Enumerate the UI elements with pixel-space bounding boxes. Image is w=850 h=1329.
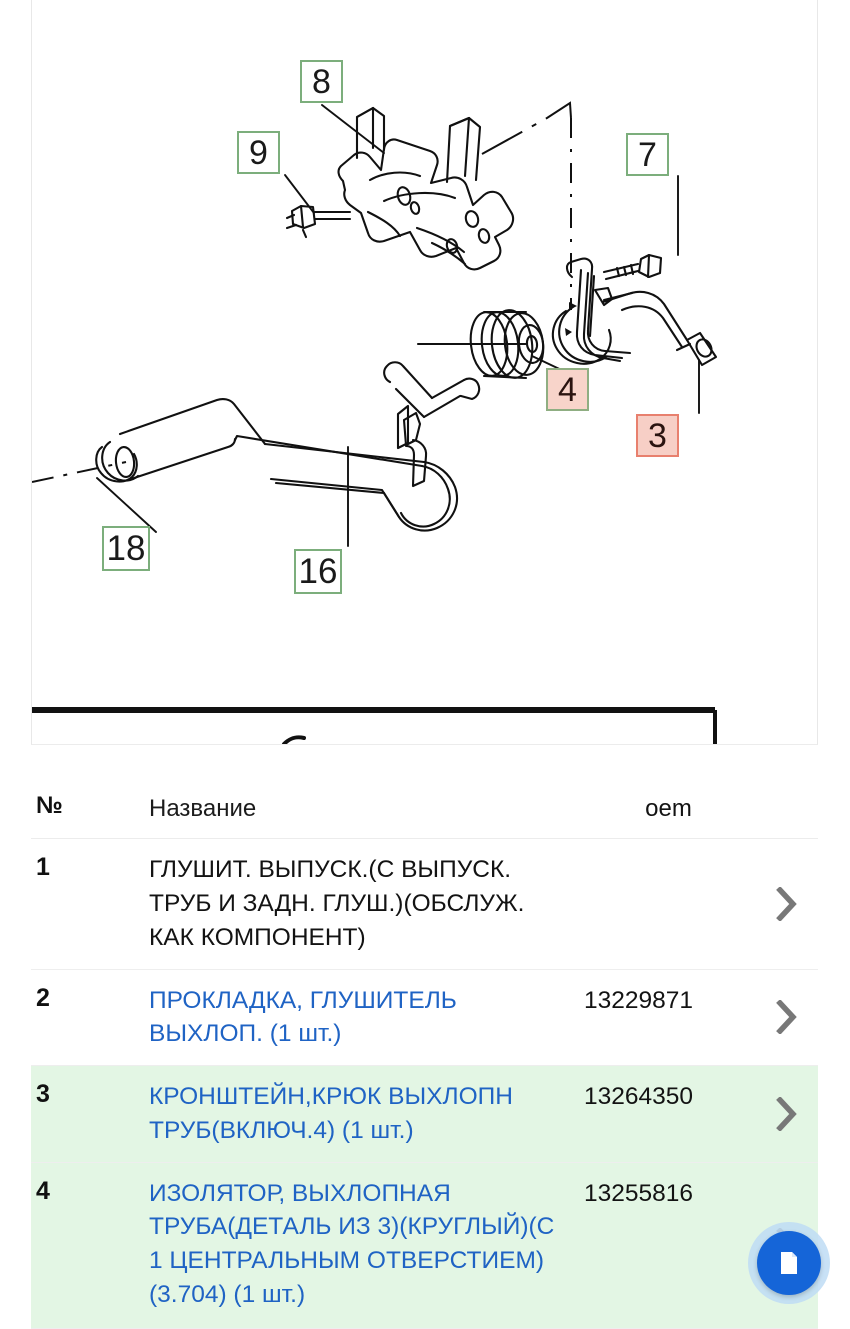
row-number: 3 <box>36 1080 50 1109</box>
chevron-right-icon <box>776 886 797 921</box>
row-part-name: ГЛУШИТ. ВЫПУСК.(С ВЫПУСК. ТРУБ И ЗАДН. Г… <box>149 856 525 951</box>
exhaust-diagram-drawing <box>32 0 817 744</box>
parts-catalog-screen: 8 9 7 4 3 18 16 № Название oem <box>31 0 830 1329</box>
callout-label: 7 <box>638 135 657 174</box>
callout-18[interactable]: 18 <box>102 526 150 571</box>
callout-label: 16 <box>298 552 338 591</box>
callout-label: 8 <box>312 62 331 101</box>
row-part-name[interactable]: КРОНШТЕЙН,КРЮК ВЫХЛОПН ТРУБ(ВКЛЮЧ.4) (1 … <box>149 1083 513 1144</box>
chevron-right-icon <box>776 1096 797 1131</box>
row-number: 1 <box>36 853 50 882</box>
chevron-right-icon <box>776 1000 797 1035</box>
table-row[interactable]: 4 ИЗОЛЯТОР, ВЫХЛОПНАЯ ТРУБА(ДЕТАЛЬ ИЗ 3)… <box>31 1162 818 1329</box>
callout-7[interactable]: 7 <box>626 133 669 176</box>
row-oem: 13255816 <box>584 1179 694 1207</box>
callout-3[interactable]: 3 <box>636 414 679 457</box>
column-header-name: Название <box>149 795 257 822</box>
callout-4[interactable]: 4 <box>546 368 589 411</box>
row-oem: 13229871 <box>584 986 694 1014</box>
table-row[interactable]: 2 ПРОКЛАДКА, ГЛУШИТЕЛЬ ВЫХЛОП. (1 шт.) 1… <box>31 970 818 1067</box>
parts-table: № Название oem 1 ГЛУШИТ. ВЫПУСК.(С ВЫПУС… <box>31 782 818 1329</box>
row-chevron-button[interactable] <box>756 886 818 921</box>
callout-9[interactable]: 9 <box>237 131 280 174</box>
table-header-row: № Название oem <box>31 782 818 840</box>
column-header-spacer <box>756 808 818 809</box>
callout-8[interactable]: 8 <box>300 60 343 103</box>
row-number: 2 <box>36 983 50 1012</box>
callout-label: 9 <box>249 133 268 172</box>
callout-label: 3 <box>648 416 667 455</box>
row-oem <box>581 839 756 867</box>
row-number: 4 <box>36 1176 50 1205</box>
row-chevron-button[interactable] <box>756 1096 818 1131</box>
table-row[interactable]: 1 ГЛУШИТ. ВЫПУСК.(С ВЫПУСК. ТРУБ И ЗАДН.… <box>31 839 818 970</box>
row-part-name[interactable]: ИЗОЛЯТОР, ВЫХЛОПНАЯ ТРУБА(ДЕТАЛЬ ИЗ 3)(К… <box>149 1179 555 1309</box>
row-chevron-button[interactable] <box>756 1000 818 1035</box>
row-oem: 13264350 <box>584 1083 694 1111</box>
column-header-oem: oem <box>645 795 692 822</box>
table-row[interactable]: 3 КРОНШТЕЙН,КРЮК ВЫХЛОПН ТРУБ(ВКЛЮЧ.4) (… <box>31 1066 818 1163</box>
callout-label: 4 <box>558 370 577 409</box>
row-part-name[interactable]: ПРОКЛАДКА, ГЛУШИТЕЛЬ ВЫХЛОП. (1 шт.) <box>149 986 457 1048</box>
document-icon <box>781 1252 797 1274</box>
callout-label: 18 <box>106 529 146 568</box>
callout-16[interactable]: 16 <box>294 549 342 594</box>
column-header-number: № <box>36 792 63 819</box>
document-fab-button[interactable] <box>757 1231 821 1295</box>
diagram-card[interactable]: 8 9 7 4 3 18 16 <box>31 0 818 745</box>
